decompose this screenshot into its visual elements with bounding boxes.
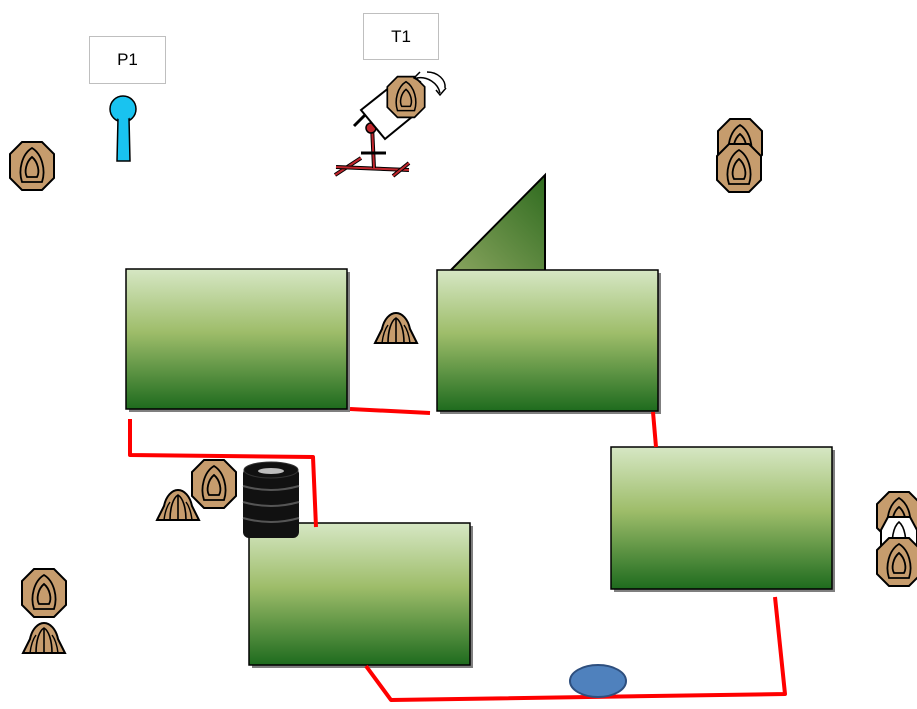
wall-3 xyxy=(610,446,835,592)
popper-target-icon xyxy=(22,622,66,654)
wall-1 xyxy=(125,268,350,412)
paper-target-icon xyxy=(9,141,55,191)
shooter-position-icon xyxy=(109,95,137,162)
paper-target-icon xyxy=(21,568,67,618)
position-label-p1: P1 xyxy=(89,36,166,84)
wall-4 xyxy=(248,522,473,668)
popper-target-icon xyxy=(374,312,418,344)
right-target-group xyxy=(876,491,917,587)
wall-2 xyxy=(436,269,661,414)
barrel-icon xyxy=(242,461,300,538)
fault-line-left xyxy=(128,419,318,528)
paper-target-icon xyxy=(876,537,917,587)
target-label-t1: T1 xyxy=(363,13,439,60)
fault-line-middle xyxy=(349,407,431,415)
fault-line-right-upper xyxy=(651,411,658,448)
paper-target-icon xyxy=(716,143,762,193)
oval-marker-icon xyxy=(569,664,627,698)
swinging-target-icon xyxy=(333,71,447,178)
paper-target-icon xyxy=(191,459,237,509)
ramp-icon xyxy=(446,172,546,273)
